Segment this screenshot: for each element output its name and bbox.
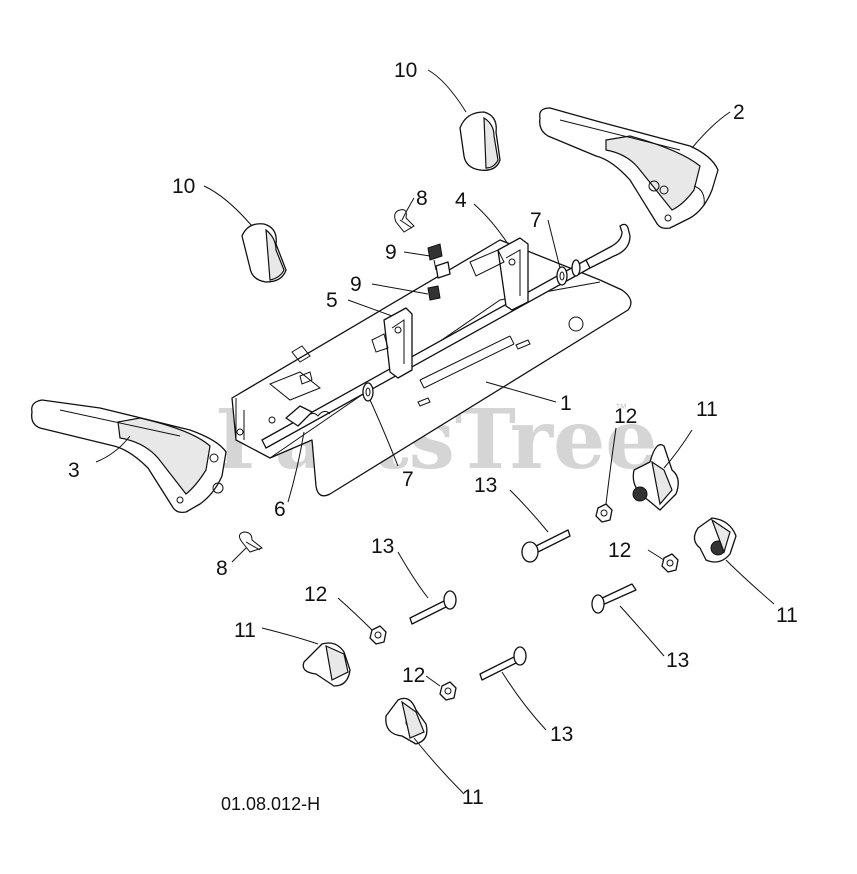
part-7-washer-b[interactable] [556, 259, 581, 286]
callout-11d[interactable]: 11 [462, 786, 484, 809]
part-9-bolt-a[interactable] [427, 243, 451, 279]
callout-4[interactable]: 4 [455, 189, 467, 212]
callout-12d[interactable]: 12 [402, 664, 425, 687]
part-12-nut-d[interactable] [439, 681, 457, 701]
part-13-bolt-b[interactable] [409, 590, 457, 625]
callout-11c[interactable]: 11 [234, 619, 256, 642]
part-3-handle[interactable] [31, 399, 227, 514]
part-12-nut-a[interactable] [595, 503, 613, 523]
part-13-bolt-c[interactable] [591, 583, 637, 614]
part-13-bolt-a[interactable] [521, 529, 571, 563]
part-12-nut-c[interactable] [369, 625, 387, 645]
callout-8b[interactable]: 8 [216, 557, 228, 580]
part-9-bolt-b[interactable] [427, 285, 441, 301]
part-12-nut-b[interactable] [661, 553, 679, 573]
callout-9b[interactable]: 9 [350, 273, 362, 296]
callout-12a[interactable]: 12 [614, 405, 637, 428]
callout-11b[interactable]: 11 [776, 604, 798, 627]
callout-11a[interactable]: 11 [696, 398, 718, 421]
callout-13d[interactable]: 13 [550, 723, 573, 746]
callout-7a[interactable]: 7 [530, 209, 542, 232]
callout-10b[interactable]: 10 [172, 175, 195, 198]
part-10-knob-b[interactable] [241, 223, 287, 283]
part-7-washer-a[interactable] [362, 382, 374, 402]
callout-1[interactable]: 1 [560, 392, 572, 415]
part-11-knob-a[interactable] [632, 444, 679, 511]
callout-8a[interactable]: 8 [416, 187, 428, 210]
callout-6[interactable]: 6 [274, 498, 286, 521]
callout-labels: 10 2 10 8 4 7 9 9 5 1 12 11 3 7 13 6 13 … [68, 59, 798, 809]
callout-13a[interactable]: 13 [474, 474, 497, 497]
part-1-frame[interactable] [231, 239, 632, 497]
part-2-handle[interactable] [539, 107, 719, 230]
callout-3[interactable]: 3 [68, 459, 80, 482]
part-13-bolt-d[interactable] [479, 646, 527, 681]
part-8-clip-a[interactable] [394, 209, 415, 233]
callout-12c[interactable]: 12 [304, 583, 327, 606]
drawing-code: 01.08.012-H [221, 794, 320, 814]
part-6-spring[interactable] [285, 405, 331, 427]
part-4-bracket[interactable] [469, 237, 529, 311]
callout-5[interactable]: 5 [326, 289, 338, 312]
part-8-clip-b[interactable] [238, 531, 264, 553]
callout-7b[interactable]: 7 [402, 468, 414, 491]
callout-13b[interactable]: 13 [371, 535, 394, 558]
callout-2[interactable]: 2 [733, 101, 745, 124]
part-11-knob-b[interactable] [693, 517, 737, 563]
callout-13c[interactable]: 13 [666, 649, 689, 672]
callout-12b[interactable]: 12 [608, 539, 631, 562]
part-11-knob-d[interactable] [385, 697, 428, 745]
callout-10a[interactable]: 10 [394, 59, 417, 82]
watermark-tm: ™ [615, 401, 627, 415]
part-10-knob-a[interactable] [459, 111, 501, 171]
part-11-knob-c[interactable] [302, 642, 351, 687]
leader-lines [95, 69, 775, 795]
part-5-bracket[interactable] [291, 307, 413, 379]
callout-9a[interactable]: 9 [385, 241, 397, 264]
